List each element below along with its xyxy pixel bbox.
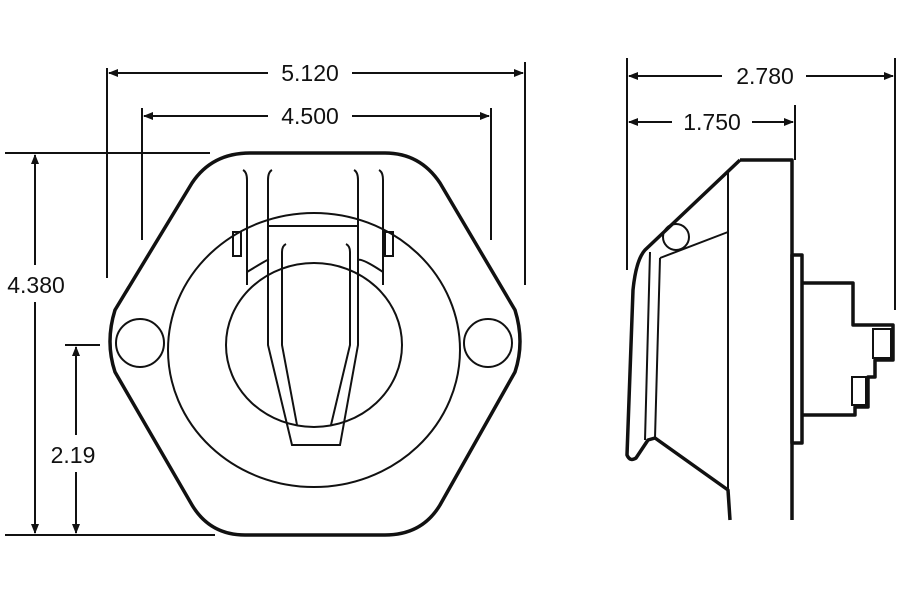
hinge-pin xyxy=(662,223,690,251)
dimension-label: 2.19 xyxy=(51,442,96,468)
mounting-hole-right xyxy=(463,318,513,368)
side-view xyxy=(625,158,895,521)
rear-boss xyxy=(790,253,804,445)
dimension-hole-center-height: 2.19 xyxy=(51,344,100,534)
spring-lid xyxy=(242,169,384,446)
dimension-label: 4.380 xyxy=(7,272,65,298)
terminal-block xyxy=(802,281,895,417)
dimension-label: 2.780 xyxy=(736,63,794,89)
dimension-label: 5.120 xyxy=(281,60,339,86)
mounting-hole-left xyxy=(115,318,165,368)
flange-outline xyxy=(108,151,522,537)
hinge-pin-right xyxy=(384,231,394,257)
front-view xyxy=(108,151,522,537)
dimension-label: 1.750 xyxy=(683,109,741,135)
mounting-plate xyxy=(740,158,794,520)
socket-face xyxy=(225,262,403,428)
lid-face xyxy=(644,231,729,441)
dimension-overall-width: 5.120 xyxy=(106,60,526,285)
terminal-stud-upper xyxy=(872,328,892,359)
dimension-overall-depth: 2.780 xyxy=(626,58,896,310)
dimension-hole-spacing: 4.500 xyxy=(141,103,492,240)
housing-body xyxy=(625,158,742,521)
terminal-stud-lower xyxy=(851,376,867,406)
hinge-pin-left xyxy=(232,231,242,257)
housing-outer-ring xyxy=(167,212,461,488)
dimension-flange-depth: 1.750 xyxy=(628,105,796,160)
dimension-overall-height: 4.380 xyxy=(5,152,215,536)
dimension-label: 4.500 xyxy=(281,103,339,129)
